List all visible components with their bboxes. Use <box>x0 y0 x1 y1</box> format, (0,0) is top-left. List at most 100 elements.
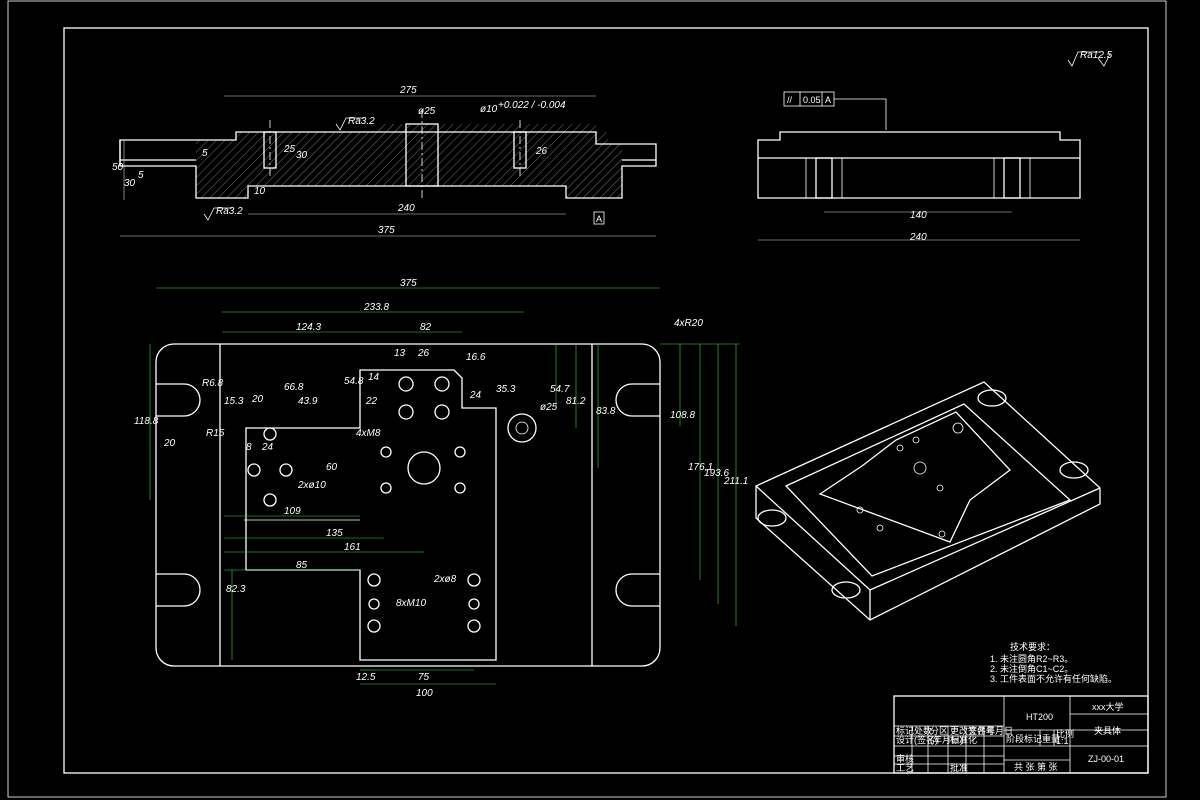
svg-text:2. 未注倒角C1~C2。: 2. 未注倒角C1~C2。 <box>990 663 1073 674</box>
svg-text:Ra12.5: Ra12.5 <box>1080 50 1113 61</box>
svg-text:审核: 审核 <box>896 753 914 764</box>
svg-text:118.8: 118.8 <box>134 416 159 427</box>
side-view: 140 240 // 0.05 A <box>757 91 1081 243</box>
svg-text:81.2: 81.2 <box>566 396 586 407</box>
plan-view: 375 233.8 124.3 82 13 26 16.6 54.8 14 22… <box>134 278 748 699</box>
plan-holes <box>247 376 537 633</box>
svg-text:标记: 标记 <box>896 725 914 736</box>
svg-text:技术要求：: 技术要求： <box>1010 641 1055 652</box>
svg-text:135: 135 <box>326 528 343 539</box>
svg-text:+0.022 / -0.004: +0.022 / -0.004 <box>498 100 566 111</box>
svg-text:8xM10: 8xM10 <box>396 598 426 609</box>
svg-text:20: 20 <box>251 394 264 405</box>
svg-text:30: 30 <box>296 150 308 161</box>
svg-text:Ra3.2: Ra3.2 <box>348 116 375 127</box>
svg-text:82.3: 82.3 <box>226 584 246 595</box>
svg-text:233.8: 233.8 <box>363 302 389 313</box>
svg-text:重量: 重量 <box>1042 733 1060 744</box>
svg-text:比例: 比例 <box>1056 728 1074 739</box>
svg-text:A: A <box>596 214 602 224</box>
svg-text:50: 50 <box>112 162 124 173</box>
svg-text:54.8: 54.8 <box>344 376 364 387</box>
svg-text:85: 85 <box>296 560 308 571</box>
svg-text:(签名): (签名) <box>914 734 938 745</box>
svg-text:22: 22 <box>365 396 378 407</box>
svg-text:8: 8 <box>246 442 252 453</box>
svg-text:5: 5 <box>202 148 208 159</box>
svg-text:60: 60 <box>326 462 338 473</box>
svg-text:176.1: 176.1 <box>688 462 713 473</box>
svg-text:240: 240 <box>397 203 415 214</box>
svg-text:年月日: 年月日 <box>986 725 1013 736</box>
svg-text:3. 工件表面不允许有任何缺陷。: 3. 工件表面不允许有任何缺陷。 <box>990 673 1117 684</box>
svg-text:16.6: 16.6 <box>466 352 486 363</box>
outer-frame <box>7 0 1167 798</box>
svg-text:批准: 批准 <box>950 762 968 773</box>
svg-text:161: 161 <box>344 542 361 553</box>
svg-text:Ra3.2: Ra3.2 <box>216 206 243 217</box>
svg-text:275: 275 <box>399 85 417 96</box>
svg-text:100: 100 <box>416 688 433 699</box>
svg-text:193.6: 193.6 <box>704 468 729 479</box>
svg-text:24: 24 <box>261 442 274 453</box>
svg-text:更改文件号: 更改文件号 <box>950 725 995 736</box>
svg-text:13: 13 <box>394 348 406 359</box>
svg-text:工艺: 工艺 <box>896 763 914 773</box>
svg-text:(年月日): (年月日) <box>930 734 963 745</box>
svg-text:5: 5 <box>138 170 144 181</box>
svg-text:2xø8: 2xø8 <box>433 574 457 585</box>
svg-text:分区: 分区 <box>930 726 948 736</box>
svg-text:124.3: 124.3 <box>296 322 321 333</box>
svg-text:处数: 处数 <box>914 725 932 736</box>
technical-requirements: 技术要求： 1. 未注圆角R2~R3。 2. 未注倒角C1~C2。 3. 工件表… <box>990 641 1117 684</box>
front-section-view: 275 375 240 50 30 5 5 25 30 10 26 ø25 ø1… <box>112 85 657 237</box>
svg-text:2xø10: 2xø10 <box>297 480 326 491</box>
svg-text:109: 109 <box>284 506 301 517</box>
svg-text:ZJ-00-01: ZJ-00-01 <box>1088 754 1124 764</box>
svg-text:10: 10 <box>254 186 266 197</box>
svg-text:211.1: 211.1 <box>723 476 748 487</box>
roughness-symbol-general: Ra12.5 <box>1067 50 1113 67</box>
svg-text:15.3: 15.3 <box>224 396 244 407</box>
svg-text:ø25: ø25 <box>418 106 436 117</box>
svg-text:设计: 设计 <box>896 734 914 745</box>
svg-text:140: 140 <box>910 210 927 221</box>
svg-text:0.05: 0.05 <box>803 95 821 105</box>
title-block: HT200 xxx大学 夹具体 ZJ-00-01 1:1 共 张 第 张 标记 … <box>893 695 1149 774</box>
svg-text:108.8: 108.8 <box>670 410 695 421</box>
svg-text://: // <box>787 95 793 105</box>
svg-text:240: 240 <box>909 232 927 243</box>
svg-text:HT200: HT200 <box>1026 712 1053 722</box>
svg-text:签名: 签名 <box>968 725 986 736</box>
svg-text:R15: R15 <box>206 428 225 439</box>
svg-text:75: 75 <box>418 672 430 683</box>
svg-text:共 张 第 张: 共 张 第 张 <box>1014 761 1058 772</box>
svg-text:25: 25 <box>283 144 296 155</box>
svg-text:1:1: 1:1 <box>1056 736 1069 746</box>
svg-text:26: 26 <box>535 146 548 157</box>
svg-text:43.9: 43.9 <box>298 396 318 407</box>
svg-text:阶段标记: 阶段标记 <box>1006 733 1042 744</box>
svg-text:4xR20: 4xR20 <box>674 318 703 329</box>
svg-text:4xM8: 4xM8 <box>356 428 381 439</box>
svg-text:66.8: 66.8 <box>284 382 304 393</box>
svg-text:14: 14 <box>368 372 380 383</box>
svg-text:20: 20 <box>163 438 176 449</box>
svg-text:R6.8: R6.8 <box>202 378 224 389</box>
svg-text:375: 375 <box>400 278 417 289</box>
svg-text:35.3: 35.3 <box>496 384 516 395</box>
svg-text:xxx大学: xxx大学 <box>1092 701 1124 712</box>
svg-text:30: 30 <box>124 178 136 189</box>
svg-text:375: 375 <box>378 225 395 236</box>
svg-text:标准化: 标准化 <box>950 734 977 745</box>
svg-text:26: 26 <box>417 348 430 359</box>
inner-frame <box>63 27 1149 774</box>
svg-text:A: A <box>825 95 831 105</box>
isometric-view <box>755 381 1101 621</box>
svg-text:54.7: 54.7 <box>550 384 570 395</box>
svg-text:83.8: 83.8 <box>596 406 616 417</box>
svg-text:12.5: 12.5 <box>356 672 376 683</box>
svg-text:ø25: ø25 <box>540 402 558 413</box>
svg-text:夹具体: 夹具体 <box>1094 725 1121 736</box>
svg-text:82: 82 <box>420 322 432 333</box>
